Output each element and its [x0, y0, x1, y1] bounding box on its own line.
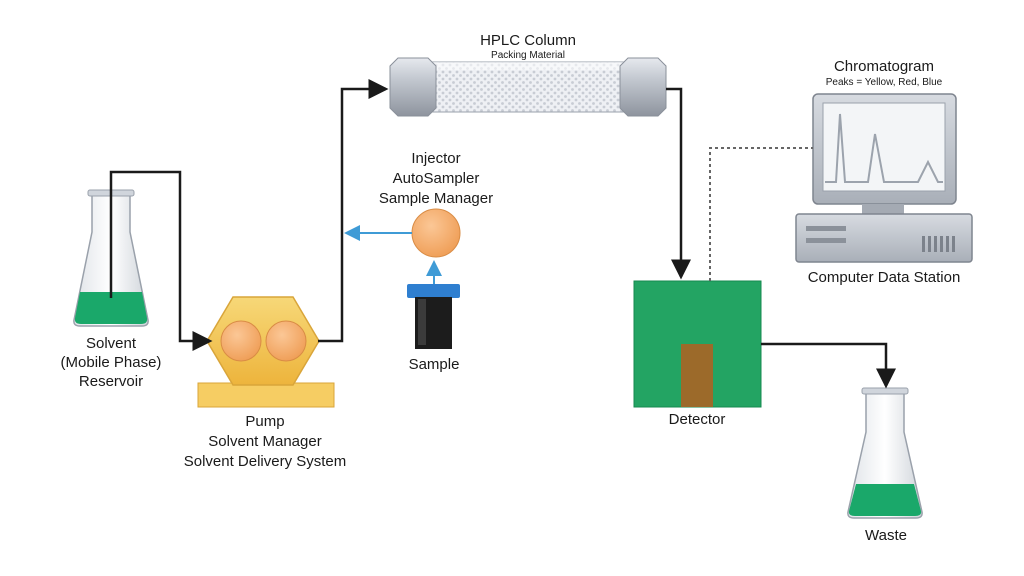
waste-label: Waste — [865, 527, 907, 544]
chromatogram-title: Chromatogram — [834, 58, 934, 75]
injector-label-line3: Sample Manager — [379, 190, 493, 207]
waste-flask — [847, 387, 923, 519]
injector-label-line1: Injector — [411, 150, 460, 167]
sample-label: Sample — [409, 356, 460, 373]
pump-unit — [197, 296, 335, 408]
chromatogram-trace — [825, 113, 943, 183]
column-title: HPLC Column — [480, 32, 576, 49]
pump-label-line2: Solvent Manager — [208, 433, 321, 450]
detector-to-waste-line — [761, 342, 896, 389]
pump-to-column-line — [318, 79, 389, 343]
detector-label: Detector — [669, 411, 726, 428]
column-to-detector-line — [666, 87, 691, 280]
injector-label-line2: AutoSampler — [393, 170, 480, 187]
detector-data-link — [709, 147, 813, 281]
solvent-label-line2: (Mobile Phase) — [61, 354, 162, 371]
pump-label-line3: Solvent Delivery System — [184, 453, 347, 470]
labels: Solvent (Mobile Phase) Reservoir Pump So… — [61, 32, 961, 544]
detector-unit — [633, 280, 762, 408]
sample-vial — [407, 284, 460, 349]
injector-unit — [411, 208, 461, 258]
computer-label: Computer Data Station — [808, 269, 961, 286]
solvent-to-pump-line — [109, 170, 213, 351]
pump-label-line1: Pump — [245, 413, 284, 430]
solvent-label-line1: Solvent — [86, 335, 137, 352]
flow-lines — [109, 79, 896, 389]
hplc-column — [389, 57, 667, 117]
chromatogram-subtitle: Peaks = Yellow, Red, Blue — [826, 77, 943, 88]
column-subtitle: Packing Material — [491, 50, 565, 61]
computer-station — [795, 93, 973, 263]
solvent-label-line3: Reservoir — [79, 373, 143, 390]
